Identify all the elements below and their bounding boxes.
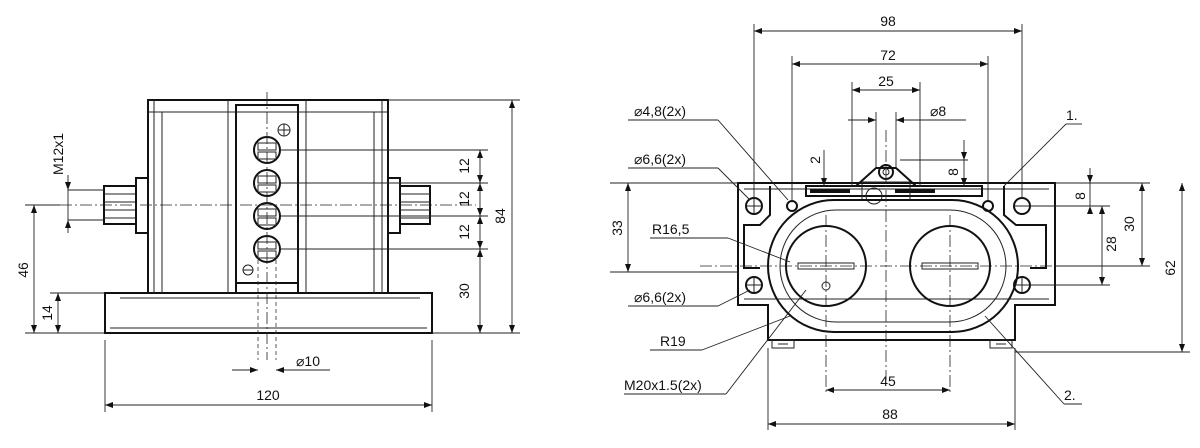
dim-h28: 28 [1103, 236, 1119, 252]
dim-bottom-to-switch: 30 [456, 283, 472, 299]
small-hole-right [982, 200, 994, 212]
dim-pitch-2: 12 [456, 191, 472, 207]
dim-pin-dia-side: ⌀8 [930, 103, 946, 119]
dim-gap-2: 2 [807, 156, 823, 164]
dim-hole-upper: ⌀6,6(2x) [634, 151, 686, 167]
right-cable-gland [387, 177, 431, 234]
dim-pitch-3: 12 [456, 224, 472, 240]
corner-hole-tr [1013, 197, 1031, 215]
gland-oval-inner [779, 209, 1007, 323]
dim-radius-inner: R16,5 [652, 221, 690, 237]
corner-hole-bl [745, 276, 763, 294]
dim-gland-spacing: 45 [880, 373, 896, 389]
dim-hole-small: ⌀4,8(2x) [634, 103, 686, 119]
dim-right-8: 8 [1072, 192, 1088, 200]
small-hole-left [786, 200, 798, 212]
dim-base-thickness: 14 [39, 305, 55, 321]
dim-pin-dia: ⌀10 [296, 353, 320, 369]
base-plate [104, 292, 433, 334]
flange-outline [737, 182, 1056, 341]
dim-hole-lower: ⌀6,6(2x) [634, 289, 686, 305]
left-cable-gland [103, 177, 149, 234]
dim-outer-width: 98 [880, 13, 896, 29]
bracket-right [1003, 186, 1047, 269]
front-view: M12x1 46 14 12 12 12 30 [15, 92, 520, 412]
dim-h62: 62 [1162, 260, 1178, 276]
bracket-left [743, 186, 771, 269]
dim-slot-width: 25 [878, 73, 894, 89]
callout-item-1: 1. [1066, 107, 1078, 123]
actuator-pin [855, 167, 917, 187]
dim-overall-height: 84 [492, 208, 508, 224]
dim-radius-outer: R19 [660, 333, 686, 349]
corner-hole-br [1013, 276, 1031, 294]
dim-overall-width: 120 [256, 387, 280, 403]
callout-item-2: 2. [1064, 387, 1076, 403]
dim-hole-spacing: 72 [880, 47, 896, 63]
top-bar [805, 185, 983, 197]
dim-mount-height: 46 [15, 262, 31, 278]
dim-gland-thread: M20x1.5(2x) [624, 377, 702, 393]
dim-pitch-1: 12 [456, 158, 472, 174]
corner-hole-tl [745, 197, 763, 215]
dim-gap-8: 8 [945, 168, 961, 176]
side-view: 98 72 25 ⌀8 2 8 ⌀4,8 [609, 13, 1190, 430]
dim-bottom-width: 88 [882, 406, 898, 422]
dim-thread: M12x1 [50, 133, 66, 175]
dim-h33: 33 [609, 220, 625, 236]
dim-h30: 30 [1121, 216, 1137, 232]
